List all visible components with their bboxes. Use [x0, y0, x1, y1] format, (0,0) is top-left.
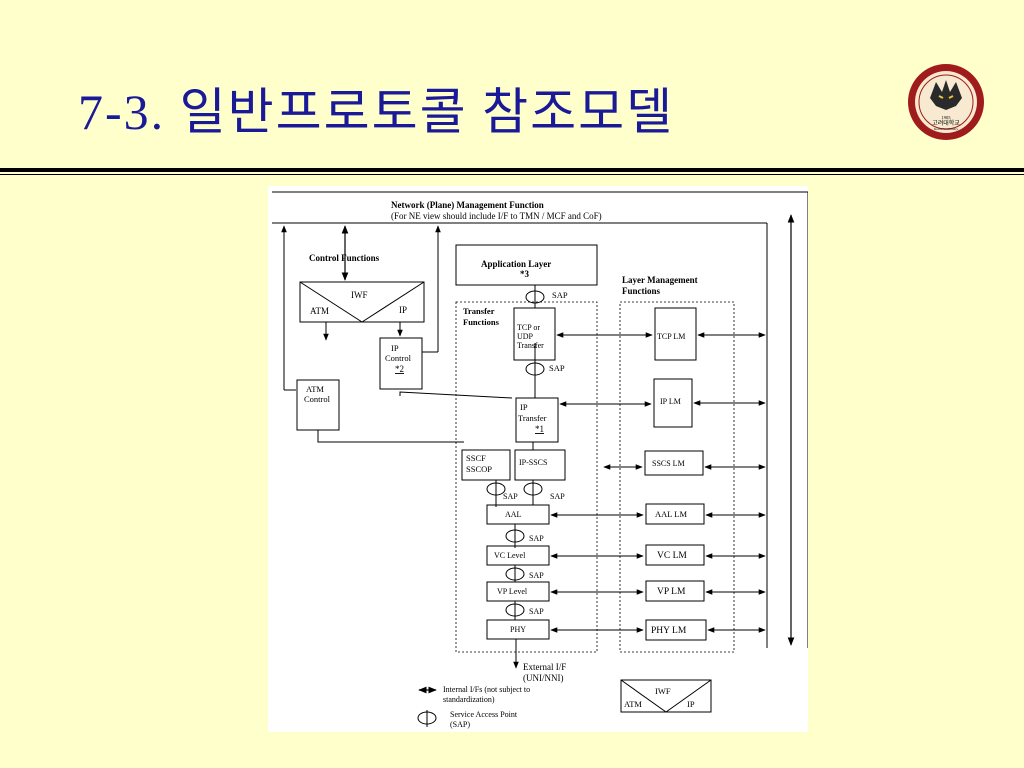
iwf-ip-label: IP	[399, 305, 407, 315]
iwf-atm-label: ATM	[310, 306, 329, 316]
tcp-udp-line1: TCP or	[517, 323, 540, 332]
application-layer-ref: *3	[520, 269, 530, 279]
nm-subtitle: (For NE view should include I/F to TMN /…	[391, 211, 602, 221]
sap-label-4: SAP	[550, 492, 565, 501]
ip-lm-box	[653, 378, 693, 428]
vp-level-box	[486, 581, 550, 602]
transfer-functions-line1: Transfer	[463, 306, 495, 316]
application-layer-box	[455, 244, 598, 286]
tcp-lm-box	[654, 307, 697, 361]
transfer-to-lm-arrows	[550, 332, 653, 633]
logo-sub: Korea University	[934, 127, 958, 131]
tiger-icon	[930, 80, 962, 110]
aal-lm-box	[645, 503, 705, 525]
vp-lm-label: VP LM	[657, 587, 686, 597]
sap-label-5: SAP	[529, 534, 544, 543]
phy-lm-label: PHY LM	[651, 626, 687, 636]
sap-label-1: SAP	[552, 290, 568, 300]
logo-text: 고려대학교	[932, 119, 960, 127]
ip-control-line1: IP	[391, 343, 399, 353]
phy-label: PHY	[510, 625, 526, 634]
tcp-udp-line2: UDP	[517, 332, 534, 341]
aal-box	[486, 504, 550, 525]
sscs-lm-label: SSCS LM	[652, 459, 685, 468]
layer-mgmt-line1: Layer Management	[622, 275, 698, 285]
transfer-functions-line2: Functions	[463, 317, 500, 327]
ip-sscs-box	[514, 449, 566, 481]
vp-level-label: VP Level	[497, 587, 528, 596]
atm-control-line1: ATM	[306, 384, 324, 394]
sap-label-6: SAP	[529, 571, 544, 580]
vc-lm-box	[645, 544, 705, 566]
ip-sscs-label: IP-SSCS	[519, 458, 547, 467]
phy-lm-box	[645, 619, 707, 641]
ip-control-ref: *2	[395, 364, 404, 374]
vc-lm-label: VC LM	[657, 551, 687, 561]
korea-university-logo: 1905 고려대학교 Korea University	[908, 64, 984, 140]
legend-sap-icon	[417, 710, 437, 727]
phy-box	[486, 619, 550, 640]
legend-internal-line2: standardization)	[443, 695, 495, 704]
sap-label-7: SAP	[529, 607, 544, 616]
sap-label-3: SAP	[503, 492, 518, 501]
vc-level-box	[486, 545, 550, 566]
title-rule	[0, 168, 1024, 172]
tcp-udp-line3: Transfer	[517, 341, 544, 350]
atm-control-line2: Control	[304, 394, 331, 404]
aal-lm-label: AAL LM	[655, 509, 687, 519]
sscf-sscop-box	[461, 449, 511, 481]
iwf-label: IWF	[351, 290, 368, 300]
sap-symbols	[486, 285, 545, 620]
vc-level-label: VC Level	[494, 551, 526, 560]
sscf-line2: SSCOP	[466, 464, 492, 474]
legend-sap-line1: Service Access Point	[450, 710, 518, 719]
iwf-box	[299, 281, 425, 323]
network-management-frame	[272, 191, 808, 648]
ip-transfer-ref: *1	[535, 424, 544, 434]
legend-ip-label: IP	[687, 699, 695, 709]
layer-mgmt-frame	[619, 301, 735, 653]
slide-title: 7-3. 일반프로토콜 참조모델	[78, 84, 675, 140]
lm-to-management-arrows	[693, 332, 766, 633]
ip-control-line2: Control	[385, 353, 412, 363]
ip-transfer-line1: IP	[520, 402, 528, 412]
ip-control-box	[379, 337, 423, 390]
ip-transfer-line2: Transfer	[518, 413, 547, 423]
atm-control-to-sscf-line	[317, 430, 464, 443]
vp-lm-box	[645, 580, 705, 602]
tcp-udp-transfer-box	[513, 307, 556, 361]
aal-label: AAL	[505, 510, 522, 519]
legend-atm-label: ATM	[624, 699, 642, 709]
protocol-reference-model-diagram: Network (Plane) Management Function (For…	[268, 186, 808, 732]
application-layer-label: Application Layer	[481, 259, 551, 269]
external-if-line2: (UNI/NNI)	[523, 673, 564, 683]
tcp-lm-label: TCP LM	[657, 332, 685, 341]
legend-internal-line1: Internal I/Fs (not subject to	[443, 685, 530, 694]
ip-control-to-transfer-line	[399, 391, 513, 399]
nm-title: Network (Plane) Management Function	[391, 200, 544, 210]
external-if-line1: External I/F	[523, 662, 566, 672]
legend-sap-line2: (SAP)	[450, 720, 470, 729]
logo-year: 1905	[942, 115, 952, 120]
legend-iwf-box	[620, 679, 712, 713]
ip-lm-label: IP LM	[660, 397, 681, 406]
ip-transfer-box	[515, 397, 559, 443]
transfer-functions-frame	[455, 301, 598, 653]
legend-iwf-label: IWF	[655, 686, 671, 696]
control-functions-label: Control Functions	[309, 253, 380, 263]
layer-mgmt-line2: Functions	[622, 286, 661, 296]
title-rule-thin	[0, 174, 1024, 175]
sap-label-2: SAP	[549, 363, 565, 373]
sscs-lm-box	[644, 450, 704, 476]
sscf-line1: SSCF	[466, 453, 486, 463]
